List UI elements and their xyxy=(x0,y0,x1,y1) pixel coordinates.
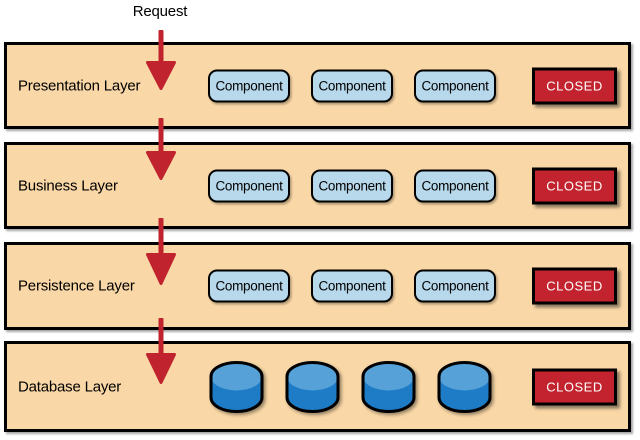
database-icon xyxy=(285,360,340,413)
database-icon xyxy=(361,360,416,413)
component-box: Component xyxy=(208,69,290,102)
component-box: Component xyxy=(311,269,393,303)
closed-badge: CLOSED xyxy=(532,267,617,305)
component-box: Component xyxy=(414,269,496,303)
component-box: Component xyxy=(414,169,496,202)
layer-persistence: Persistence Layer Component Component Co… xyxy=(4,242,631,330)
request-label: Request xyxy=(132,3,188,20)
layer-database: Database Layer CLOSED xyxy=(4,341,631,432)
layer-label: Persistence Layer xyxy=(18,277,135,295)
layer-business: Business Layer Component Component Compo… xyxy=(4,142,631,229)
closed-badge: CLOSED xyxy=(532,368,617,405)
component-box: Component xyxy=(311,69,393,102)
component-row: Component Component Component xyxy=(208,169,496,202)
component-box: Component xyxy=(208,169,290,202)
component-box: Component xyxy=(311,169,393,202)
closed-badge: CLOSED xyxy=(532,167,617,204)
layer-label: Presentation Layer xyxy=(18,77,141,94)
component-box: Component xyxy=(208,269,290,303)
component-row: Component Component Component xyxy=(208,269,496,303)
layer-label: Database Layer xyxy=(18,378,122,395)
layer-label: Business Layer xyxy=(18,177,118,194)
layer-presentation: Presentation Layer Component Component C… xyxy=(4,42,631,129)
closed-badge: CLOSED xyxy=(532,67,617,104)
database-row xyxy=(208,359,493,414)
component-row: Component Component Component xyxy=(208,69,496,102)
database-icon xyxy=(209,360,264,413)
component-box: Component xyxy=(414,69,496,102)
database-icon xyxy=(437,360,492,413)
